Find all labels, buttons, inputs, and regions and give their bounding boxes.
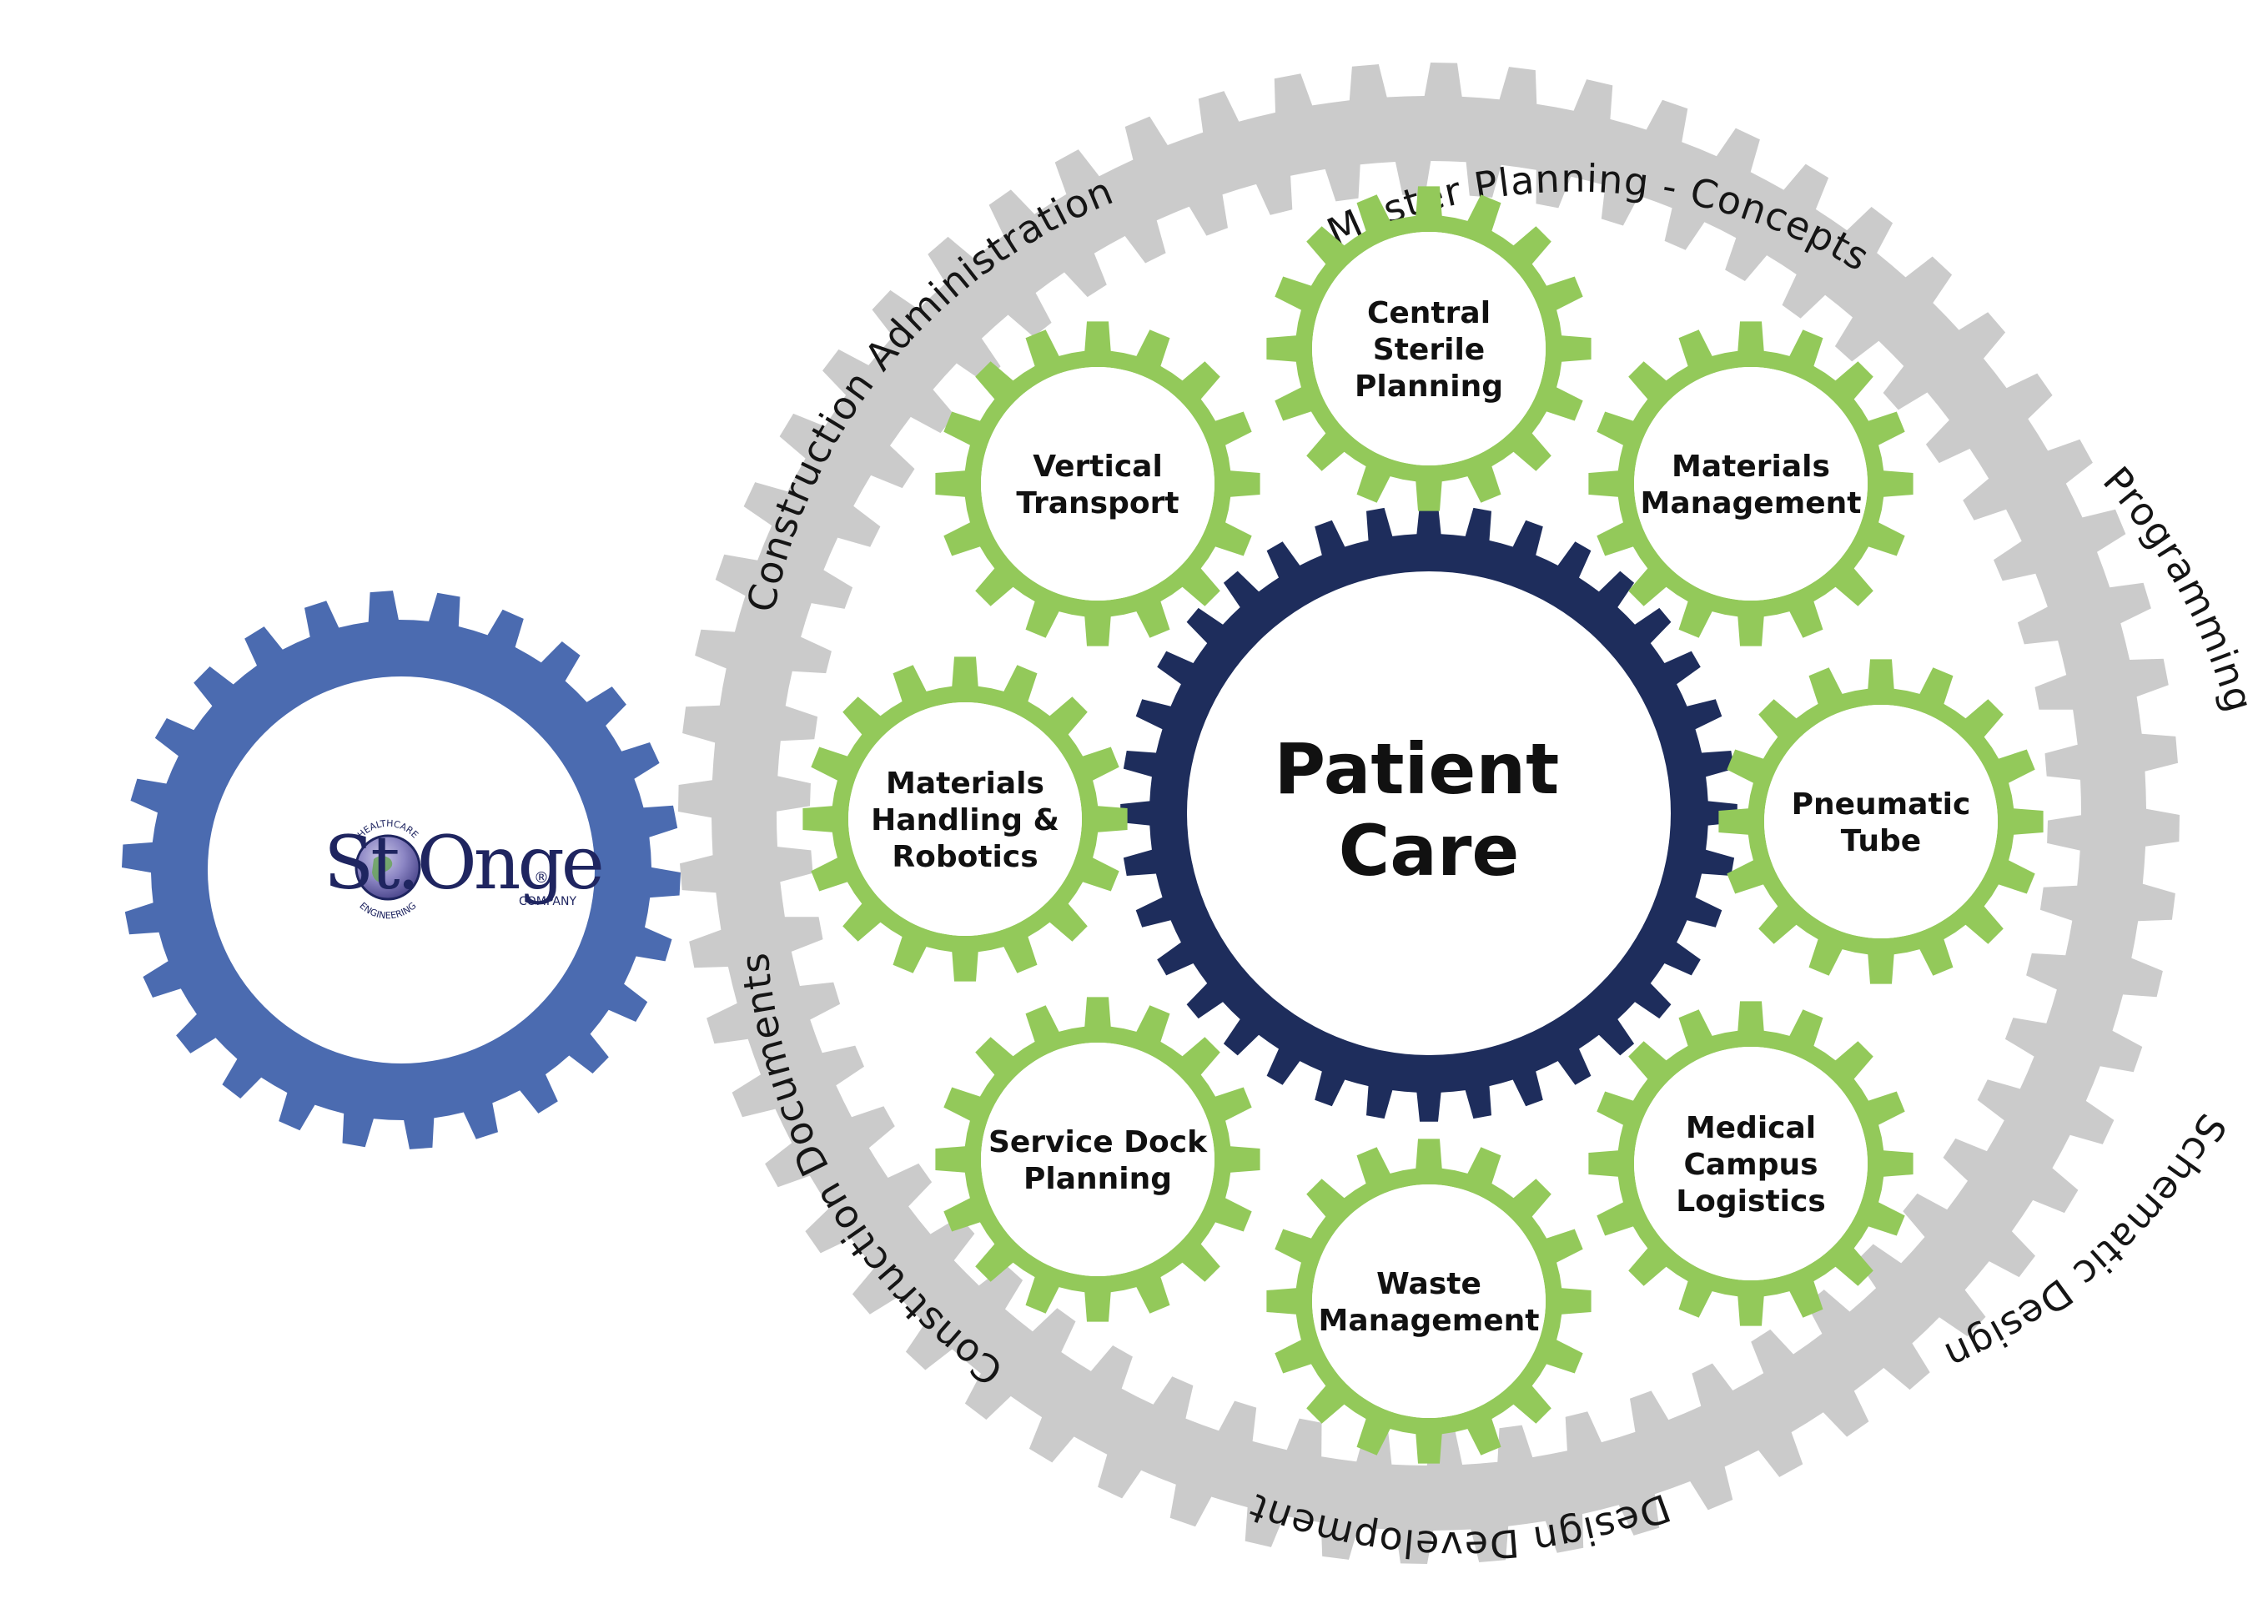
service-gear-label-line: Vertical (1033, 450, 1163, 484)
service-gear-label-line: Materials (886, 767, 1044, 801)
brand-gear: HEALTHCARE St.Onge ENGINEERING ® COMPANY (122, 591, 681, 1149)
center-gear: Patient Care (1120, 505, 1737, 1122)
service-gear-label-line: Transport (1016, 486, 1179, 520)
service-gear-label-line: Materials (1672, 450, 1830, 484)
service-gear-label-line: Sterile (1373, 333, 1485, 367)
service-gear-hub (981, 367, 1214, 601)
service-gear-hub (1634, 367, 1868, 601)
service-gear-label-line: Planning (1023, 1162, 1172, 1196)
service-gear-label-line: Medical (1686, 1111, 1816, 1145)
center-gear-hub (1187, 571, 1671, 1055)
service-gear-label-line: Logistics (1676, 1184, 1826, 1219)
logo-registered-mark: ® (534, 869, 549, 887)
service-gear-label-line: Tube (1841, 824, 1921, 858)
service-gear-label-line: Robotics (892, 840, 1038, 874)
center-gear-label: Patient Care (1274, 728, 1583, 892)
globe-land-icon (372, 856, 393, 882)
service-gear-label-line: Campus (1683, 1148, 1818, 1182)
service-gear-hub (1634, 1047, 1868, 1280)
logo-company-text: COMPANY (519, 895, 576, 908)
logo-wordmark: St.Onge (324, 820, 601, 906)
service-gear-label-line: Management (1319, 1304, 1540, 1338)
service-gear-hub (981, 1043, 1214, 1276)
company-logo: HEALTHCARE St.Onge ENGINEERING ® COMPANY (324, 818, 605, 922)
service-gear-label-line: Central (1367, 296, 1491, 330)
service-gear-label-line: Planning (1355, 370, 1503, 404)
service-gear-label-line: Handling & (871, 803, 1059, 837)
service-gear-hub (1764, 705, 1998, 938)
service-gear-hub (1312, 1184, 1546, 1418)
service-gear-hub (848, 702, 1082, 936)
service-gear-label-line: Waste (1376, 1267, 1481, 1301)
service-gear-hub (1312, 232, 1546, 465)
service-gear-label-line: Management (1641, 486, 1862, 520)
service-gear-label-line: Pneumatic (1792, 787, 1971, 822)
service-gear-label-line: Service Dock (988, 1125, 1208, 1159)
